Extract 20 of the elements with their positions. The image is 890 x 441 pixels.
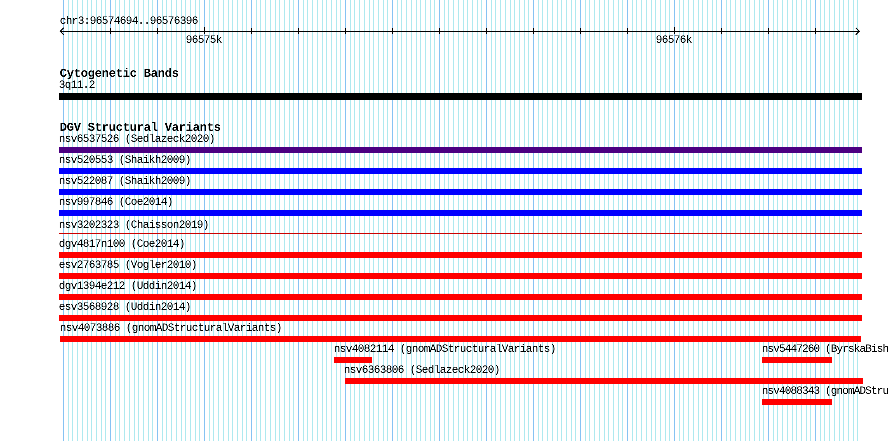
variant-label: nsv3202323 (Chaisson2019) <box>59 220 210 232</box>
variant-label: dgv4817n100 (Coe2014) <box>59 239 186 251</box>
position-range: chr3:96574694..96576396 <box>60 16 198 28</box>
track-title: Cytogenetic Bands <box>60 67 180 81</box>
variant-label: nsv6537526 (Sedlazeck2020) <box>59 134 216 146</box>
variant-label: esv3568928 (Uddin2014) <box>59 302 192 314</box>
variant-label: nsv5447260 (ByrskaBish <box>762 344 889 356</box>
track-title: DGV Structural Variants <box>60 121 222 135</box>
variant-label: dgv1394e212 (Uddin2014) <box>59 281 198 293</box>
variant-label: nsv4088343 (gnomADStru <box>762 386 889 398</box>
variant-label: nsv4073886 (gnomADStructuralVariants) <box>60 323 282 335</box>
variant-label: nsv4082114 (gnomADStructuralVariants) <box>334 344 556 356</box>
variant-label: nsv997846 (Coe2014) <box>59 197 174 209</box>
tick-label: 96576k <box>656 35 692 47</box>
variant-label: nsv522087 (Shaikh2009) <box>59 176 192 188</box>
tick-label: 96575k <box>186 35 222 47</box>
band-label: 3q11.2 <box>59 80 96 92</box>
variant-label: nsv520553 (Shaikh2009) <box>59 155 192 167</box>
variant-label: nsv6363806 (Sedlazeck2020) <box>344 365 500 377</box>
variant-label: esv2763785 (Vogler2010) <box>59 260 198 272</box>
